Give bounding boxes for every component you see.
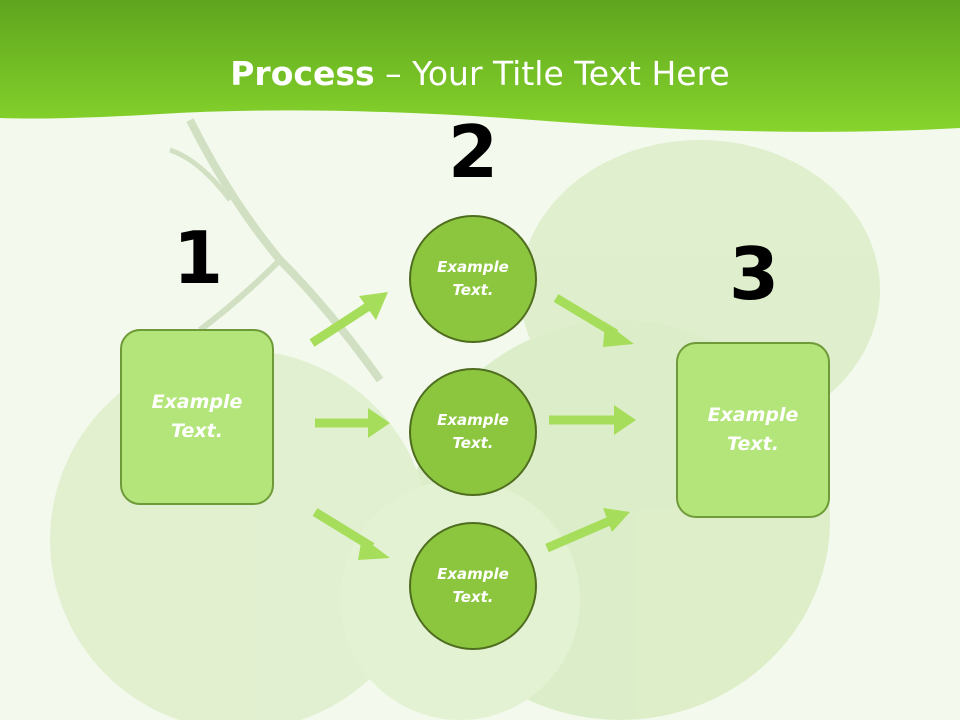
- circle-middle-line2: Text.: [452, 434, 494, 452]
- title-rest: – Your Title Text Here: [374, 54, 730, 93]
- circle-top-line1: Example: [437, 258, 509, 276]
- box-left-line2: Text.: [171, 420, 223, 442]
- step-number-2: 2: [447, 110, 499, 194]
- step-box-right: Example Text.: [676, 342, 830, 518]
- circle-middle-line1: Example: [437, 411, 509, 429]
- arrow-box-to-circle-bottom: [312, 508, 390, 560]
- circle-bottom-line2: Text.: [452, 588, 494, 606]
- step-circle-top: Example Text.: [409, 215, 537, 343]
- box-right-line1: Example: [707, 404, 799, 426]
- step-number-1: 1: [172, 216, 224, 300]
- arrow-box-to-circle-middle: [315, 408, 390, 438]
- step-circle-middle: Example Text.: [409, 368, 537, 496]
- header-banner: [0, 0, 960, 132]
- title-bold: Process: [230, 54, 375, 93]
- arrow-box-to-circle-top: [309, 292, 388, 347]
- circle-bottom-line1: Example: [437, 565, 509, 583]
- box-right-line2: Text.: [727, 433, 779, 455]
- page-title: Process – Your Title Text Here: [0, 52, 960, 96]
- arrow-circle-middle-to-box: [549, 405, 636, 435]
- box-left-line1: Example: [151, 391, 243, 413]
- arrow-circle-bottom-to-box: [545, 508, 630, 553]
- step-circle-bottom: Example Text.: [409, 522, 537, 650]
- arrow-circle-top-to-box: [553, 294, 634, 347]
- step-box-left: Example Text.: [120, 329, 274, 505]
- circle-top-line2: Text.: [452, 281, 494, 299]
- step-number-3: 3: [728, 232, 780, 316]
